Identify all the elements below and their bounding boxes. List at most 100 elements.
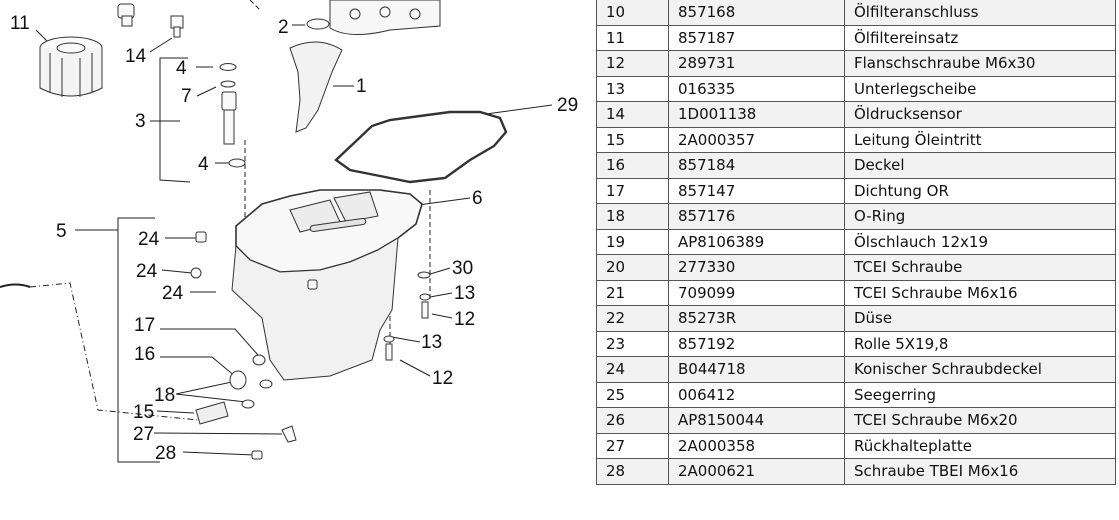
part-code-cell: 709099	[668, 279, 845, 306]
callout-28: 28	[155, 443, 176, 464]
part-name-cell: Düse	[844, 305, 1116, 332]
plug-24-b-part	[190, 267, 202, 279]
callout-4-top: 4	[176, 58, 187, 79]
o-ring-2-part	[306, 18, 330, 30]
part-position-cell: 25	[596, 381, 669, 408]
washer-13-a-part	[419, 293, 431, 301]
oil-filter-fitting-part	[117, 3, 135, 27]
part-code-cell: 2A000357	[668, 126, 845, 153]
callout-17: 17	[134, 315, 155, 336]
part-name-cell: TCEI Schraube M6x20	[844, 407, 1116, 434]
screw-12-a-part	[421, 301, 429, 319]
part-code-cell: 006412	[668, 381, 845, 408]
part-position-cell: 27	[596, 432, 669, 459]
callout-27: 27	[133, 424, 154, 445]
engine-housing-part	[329, 0, 441, 35]
callout-24-b: 24	[136, 261, 158, 282]
part-name-cell: Deckel	[844, 152, 1116, 179]
callout-30: 30	[452, 258, 473, 279]
callout-12-a: 12	[454, 309, 475, 330]
o-ring-18-a-part	[259, 379, 273, 389]
callout-7: 7	[181, 86, 192, 107]
callout-24-c: 24	[162, 283, 184, 304]
o-ring-4-bottom-part	[228, 158, 246, 168]
part-code-cell: AP8106389	[668, 228, 845, 255]
oil-strainer-part	[289, 41, 343, 133]
part-position-cell: 17	[596, 177, 669, 204]
part-name-cell: Schraube TBEI M6x16	[844, 458, 1116, 485]
pressure-sensor-part	[170, 15, 184, 38]
o-ring-7-part	[220, 80, 236, 88]
part-position-cell: 19	[596, 228, 669, 255]
cover-16-part	[229, 370, 247, 390]
part-position-cell: 24	[596, 356, 669, 383]
part-code-cell: 1D001138	[668, 101, 845, 128]
part-position-cell: 12	[596, 50, 669, 77]
plug-24-c-part	[307, 279, 318, 290]
screw-12-b-part	[385, 343, 393, 361]
part-code-cell: 857192	[668, 330, 845, 357]
part-code-cell: 2A000621	[668, 458, 845, 485]
part-name-cell: Unterlegscheibe	[844, 75, 1116, 102]
callout-4-bottom: 4	[198, 154, 209, 175]
part-position-cell: 14	[596, 101, 669, 128]
callout-11: 11	[10, 13, 30, 34]
part-code-cell: B044718	[668, 356, 845, 383]
part-code-cell: 016335	[668, 75, 845, 102]
part-code-cell: 289731	[668, 50, 845, 77]
part-name-cell: Rolle 5X19,8	[844, 330, 1116, 357]
gasket-29-part	[334, 110, 508, 184]
part-code-cell: 85273R	[668, 305, 845, 332]
o-ring-18-b-part	[241, 399, 255, 409]
part-position-cell: 18	[596, 203, 669, 230]
part-name-cell: Seegerring	[844, 381, 1116, 408]
part-position-cell: 10	[596, 0, 669, 26]
part-position-cell: 26	[596, 407, 669, 434]
oil-pan-body-part	[231, 237, 399, 381]
nozzle-part	[221, 91, 237, 145]
part-code-cell: 857184	[668, 152, 845, 179]
part-code-cell: 2A000358	[668, 432, 845, 459]
callout-29: 29	[557, 95, 578, 116]
screw-28-part	[251, 450, 263, 460]
washer-13-b-part	[383, 335, 395, 343]
oil-inlet-pipe-part	[195, 401, 229, 425]
callout-24-a: 24	[138, 229, 160, 250]
callout-5: 5	[56, 221, 67, 242]
callout-13-b: 13	[421, 332, 442, 353]
part-name-cell: Ölfiltereinsatz	[844, 24, 1116, 51]
washer-30-part	[417, 271, 431, 279]
part-code-cell: 277330	[668, 254, 845, 281]
o-ring-4-top-part	[219, 63, 237, 71]
callout-15: 15	[133, 402, 154, 423]
part-position-cell: 21	[596, 279, 669, 306]
callout-3: 3	[135, 111, 146, 132]
callout-2: 2	[278, 17, 289, 38]
part-name-cell: Rückhalteplatte	[844, 432, 1116, 459]
part-position-cell: 15	[596, 126, 669, 153]
part-position-cell: 20	[596, 254, 669, 281]
part-name-cell: Ölschlauch 12x19	[844, 228, 1116, 255]
part-code-cell: 857187	[668, 24, 845, 51]
part-code-cell: 857147	[668, 177, 845, 204]
part-name-cell: Konischer Schraubdeckel	[844, 356, 1116, 383]
o-ring-17-part	[252, 354, 266, 366]
part-code-cell: 857168	[668, 0, 845, 26]
part-name-cell: Dichtung OR	[844, 177, 1116, 204]
part-code-cell: 857176	[668, 203, 845, 230]
